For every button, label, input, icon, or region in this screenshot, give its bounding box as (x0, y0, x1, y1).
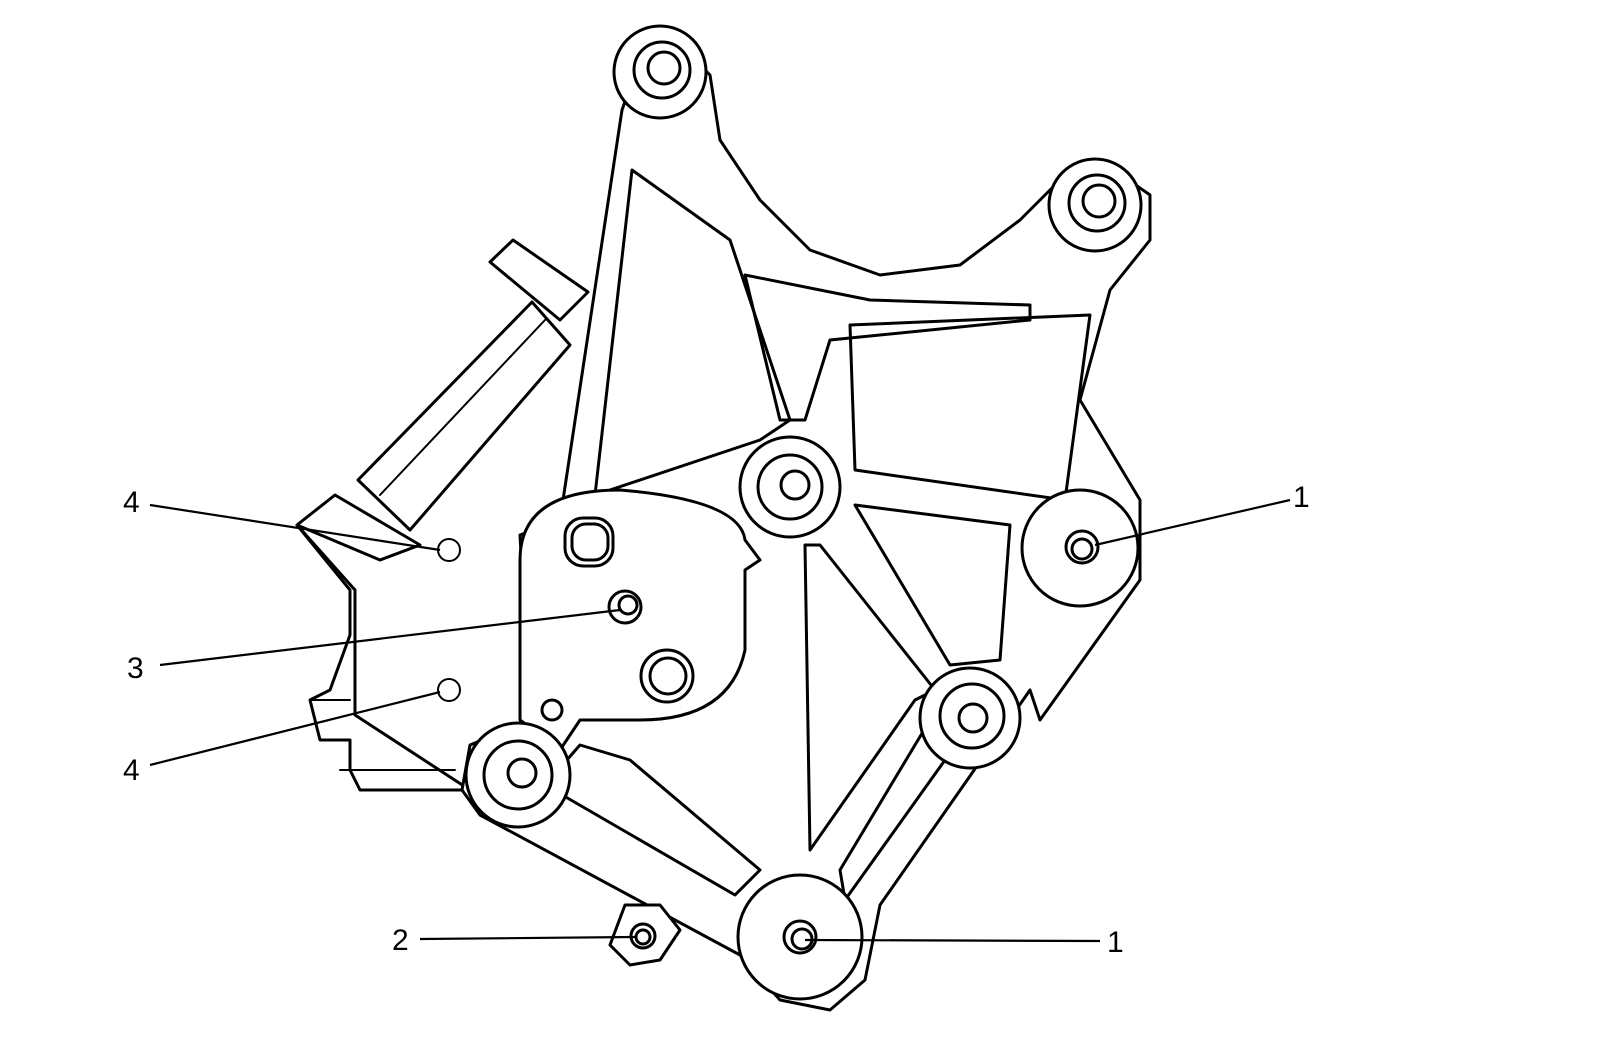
callout-4-bottom: 4 (123, 754, 140, 787)
callout-3: 3 (127, 652, 144, 685)
actuator-housing (295, 238, 590, 792)
lower-left-boss (464, 721, 572, 829)
callout-1-bottom: 1 (1107, 926, 1124, 959)
bottom-mount-boss (736, 873, 864, 1001)
leader-2 (419, 935, 636, 941)
lower-right-boss (918, 666, 1022, 770)
callout-1-right: 1 (1293, 481, 1310, 514)
leader-4-top (149, 503, 441, 552)
top-right-boss (1047, 157, 1143, 253)
right-mount-boss (1020, 488, 1140, 608)
callout-2: 2 (392, 924, 409, 957)
leader-1-right (1094, 498, 1291, 547)
leader-1-bottom (804, 938, 1101, 943)
callout-labels: 1 1 2 3 4 4 (123, 481, 1310, 959)
plate-features (437, 516, 695, 722)
leader-3 (159, 608, 621, 667)
leader-4-bottom (149, 690, 441, 767)
top-left-boss (612, 24, 708, 120)
leader-lines (149, 498, 1291, 943)
callout-4-top: 4 (123, 486, 140, 519)
center-boss (738, 435, 842, 539)
